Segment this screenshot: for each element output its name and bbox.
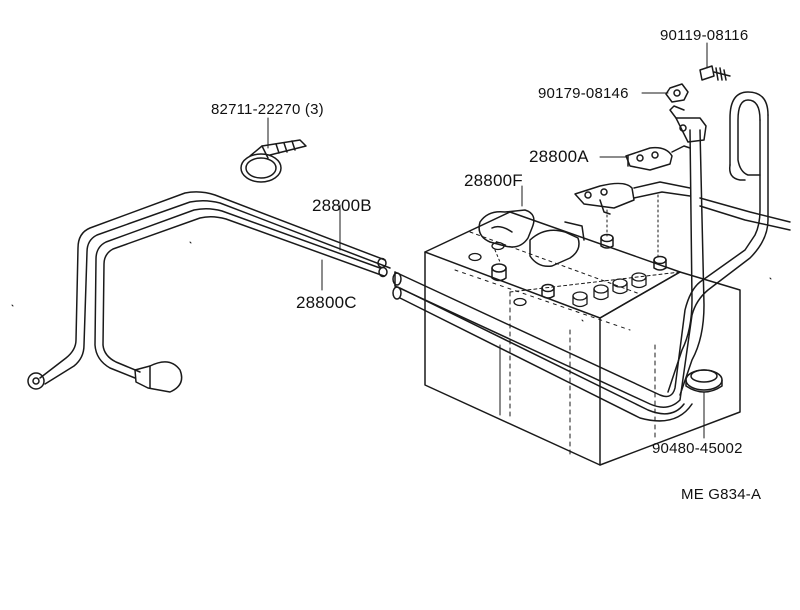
terminal-cover <box>478 209 585 268</box>
label-part-82711: 82711-22270 (3) <box>211 101 324 118</box>
diagram-code: ME G834-A <box>681 486 762 503</box>
battery-terminals <box>491 194 667 299</box>
cable-harness <box>27 191 391 393</box>
stray-marks <box>11 241 772 322</box>
label-part-28800B: 28800B <box>312 196 372 215</box>
label-part-90480: 90480-45002 <box>652 440 743 457</box>
label-part-28800A: 28800A <box>529 147 589 166</box>
label-part-28800C: 28800C <box>296 293 357 312</box>
grommet <box>685 369 723 393</box>
label-part-90119: 90119-08116 <box>660 27 749 44</box>
leader-lines <box>267 42 708 439</box>
negative-terminal <box>574 181 691 215</box>
cable-main-run <box>392 91 791 422</box>
bolt <box>699 65 731 81</box>
battery <box>424 211 741 466</box>
label-part-90179: 90179-08146 <box>538 85 629 102</box>
label-part-28800F: 28800F <box>464 171 523 190</box>
positive-cable <box>625 105 707 396</box>
nut <box>665 83 689 103</box>
cable-tie <box>240 139 307 183</box>
